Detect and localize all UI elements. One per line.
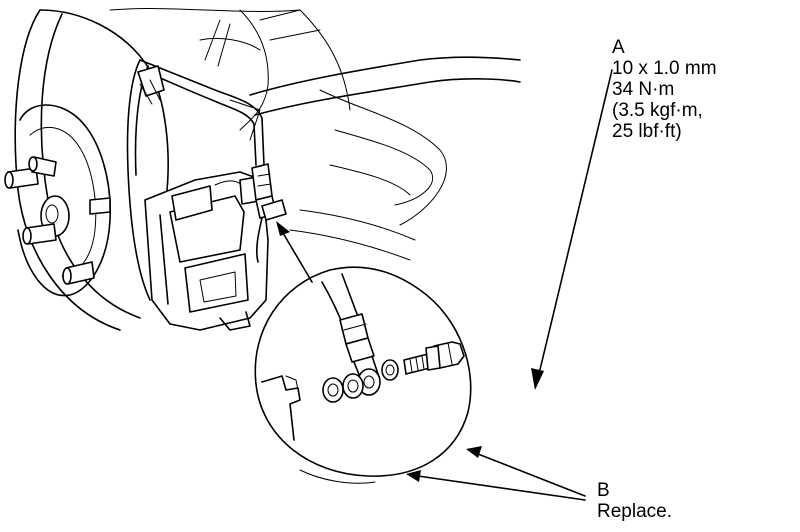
- brake-caliper: [144, 171, 269, 331]
- leader-a: [531, 69, 613, 390]
- callout-a-letter: A: [612, 37, 625, 58]
- callout-a: A 10 x 1.0 mm 34 N·m (3.5 kgf·m, 25 lbf·…: [612, 37, 717, 142]
- detail-magnifier: [254, 266, 472, 484]
- magnifier-leader: [276, 221, 313, 283]
- bolt-size: 10 x 1.0 mm: [612, 58, 717, 79]
- sealing-washers: [322, 359, 399, 403]
- banjo-bolt: [403, 341, 465, 375]
- callout-b: B Replace.: [597, 480, 672, 522]
- callout-b-letter: B: [597, 480, 610, 501]
- torque-nm: 34 N·m: [612, 79, 675, 100]
- torque-lbf: 25 lbf·ft): [612, 121, 682, 142]
- caliper-hose: [251, 163, 287, 263]
- leader-b: [406, 446, 586, 501]
- brake-line: [126, 59, 265, 301]
- brake-rotor: [14, 9, 169, 331]
- suspension-background: [109, 8, 521, 261]
- wheel-studs: [4, 156, 111, 285]
- torque-kgf: (3.5 kgf·m,: [612, 100, 703, 121]
- replace-note: Replace.: [597, 501, 672, 522]
